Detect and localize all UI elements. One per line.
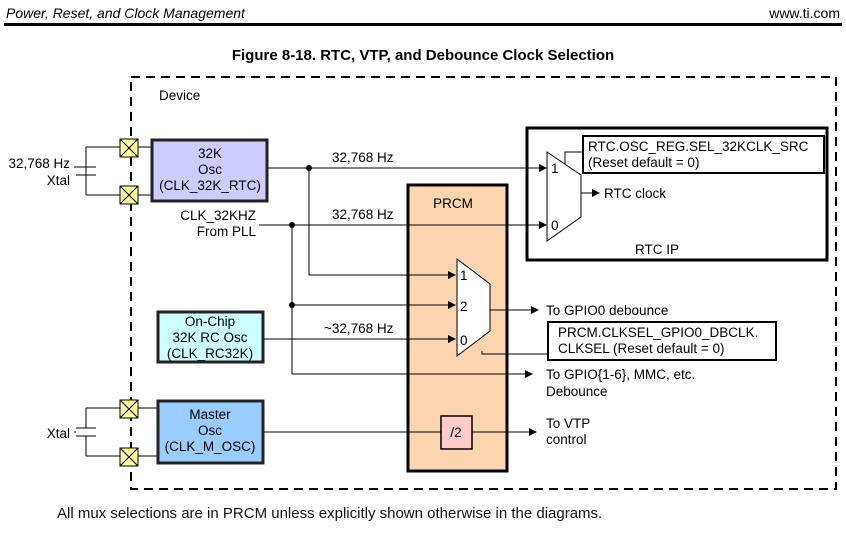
osc-32k-line1: 32K <box>198 146 222 161</box>
master-osc-block <box>156 399 265 465</box>
divider-label: /2 <box>450 425 461 440</box>
rtc-sel-reg-line2: (Reset default = 0) <box>588 155 699 170</box>
osc-32k-block <box>150 138 269 203</box>
figure-title: Figure 8-18. RTC, VTP, and Debounce Cloc… <box>231 47 615 64</box>
pad-icon <box>119 399 139 419</box>
rtc-ip-label: RTC IP <box>635 242 679 257</box>
pll-src-line1: CLK_32KHZ <box>180 208 256 223</box>
rc-osc-line1: On-Chip <box>185 314 235 329</box>
gpio-sel-register-box <box>547 321 777 361</box>
footnote: All mux selections are in PRCM unless ex… <box>57 505 603 522</box>
pad-icon <box>119 185 139 205</box>
pll-src-line2: From PLL <box>197 224 257 239</box>
rtc-clock-output: RTC clock <box>604 186 666 201</box>
xtal-master <box>74 407 120 457</box>
device-label: Device <box>159 88 200 103</box>
rc-osc-line2: 32K RC Osc <box>172 330 247 345</box>
gpio-sel-reg-line1: PRCM.CLKSEL_GPIO0_DBCLK. <box>558 325 758 340</box>
prcm-label: PRCM <box>433 196 473 211</box>
gpio-mux-input-0: 0 <box>460 333 468 348</box>
rc-freq-label: ~32,768 Hz <box>324 321 394 336</box>
rtc-mux-input-0: 0 <box>551 218 559 233</box>
xtal-master-label: Xtal <box>47 426 70 441</box>
xtal32-label: Xtal <box>47 173 70 188</box>
rtc-mux-input-1: 1 <box>551 161 559 176</box>
osc-32k-line3: (CLK_32K_RTC) <box>159 178 261 193</box>
xtal-32k <box>74 146 120 196</box>
gpio-mux <box>456 257 491 358</box>
header-section: Power, Reset, and Clock Management <box>6 5 245 21</box>
gpio-sel-reg-line2: CLKSEL (Reset default = 0) <box>558 341 724 356</box>
xtal32-freq-label: 32,768 Hz <box>8 156 70 171</box>
pll-freq-label: 32,768 Hz <box>332 207 394 222</box>
osc-32k-line2: Osc <box>198 162 222 177</box>
header-rule <box>4 23 842 26</box>
master-osc-line2: Osc <box>198 423 222 438</box>
output-gpio16-line1: To GPIO{1-6}, MMC, etc. <box>546 367 695 382</box>
output-vtp-line2: control <box>546 432 587 447</box>
rc-osc-line3: (CLK_RC32K) <box>167 346 253 361</box>
master-osc-line1: Master <box>189 407 231 422</box>
output-gpio0: To GPIO0 debounce <box>546 303 668 318</box>
pad-icon <box>119 138 139 158</box>
output-gpio16-line2: Debounce <box>546 384 608 399</box>
rtc-sel-reg-line1: RTC.OSC_REG.SEL_32KCLK_SRC <box>588 139 809 154</box>
master-osc-line3: (CLK_M_OSC) <box>165 439 256 454</box>
header-site-link[interactable]: www.ti.com <box>769 5 840 21</box>
output-vtp-line1: To VTP <box>546 416 590 431</box>
rtc-sel-register-box <box>582 135 825 174</box>
osc32-freq-label: 32,768 Hz <box>332 150 394 165</box>
pad-icon <box>119 447 139 467</box>
rtc-ip-block <box>525 126 829 262</box>
device-boundary <box>130 76 837 490</box>
rc-osc-block <box>156 310 265 364</box>
gpio-mux-input-2: 2 <box>460 299 468 314</box>
rtc-mux <box>546 151 582 242</box>
gpio-mux-input-1: 1 <box>460 268 468 283</box>
